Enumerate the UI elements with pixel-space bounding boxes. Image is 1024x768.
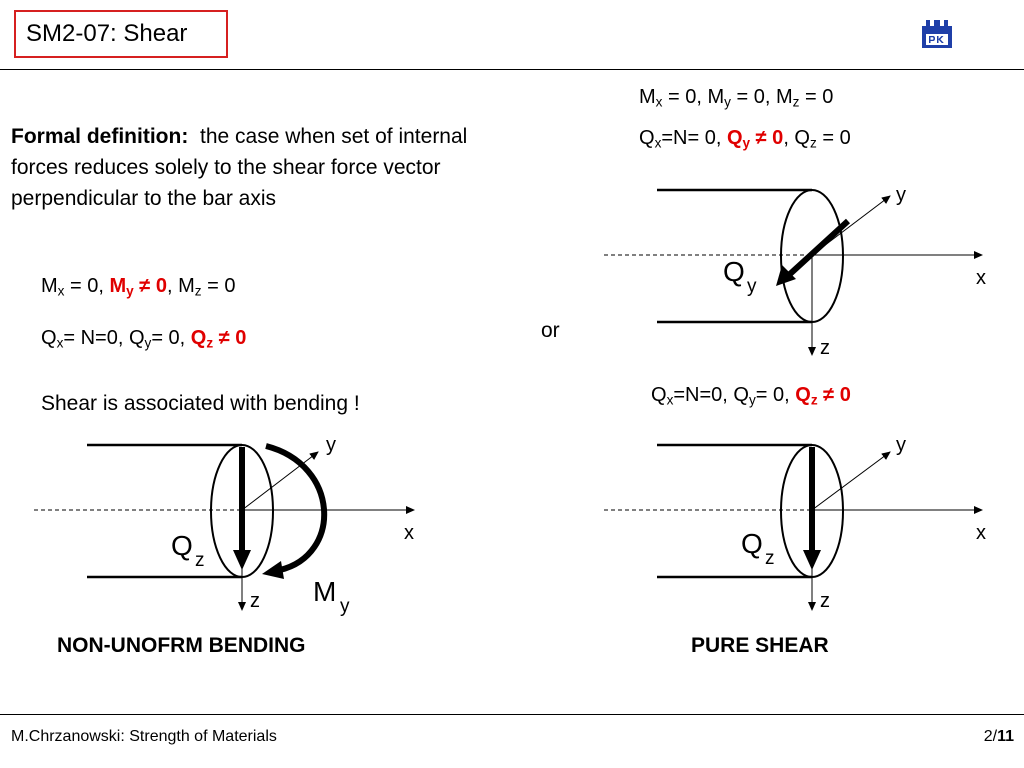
y-label: y	[896, 184, 906, 206]
left-equation-forces: Qx= N=0, Qy= 0, Qz ≠ 0	[41, 327, 247, 351]
force-label: Q	[741, 528, 763, 559]
caption-pure-shear: PURE SHEAR	[691, 634, 829, 657]
x-label: x	[976, 522, 986, 544]
force-label: Q	[723, 256, 745, 287]
cross-section	[780, 444, 844, 578]
cross-section	[780, 189, 844, 323]
right-equation-forces: Qx=N= 0, Qy ≠ 0, Qz = 0	[639, 127, 851, 151]
right-equation-pure-shear: Qx=N=0, Qy= 0, Qz ≠ 0	[651, 384, 851, 408]
force-subscript: z	[195, 550, 205, 571]
force-qy-shaft	[787, 218, 851, 277]
y-axis	[241, 451, 319, 511]
caption-non-uniform-bending: NON-UNOFRM BENDING	[57, 634, 306, 657]
diagram-pure-shear: y x z Q z	[604, 434, 986, 612]
moment-label: M	[313, 576, 336, 607]
force-qz-head	[803, 550, 821, 570]
z-label: z	[820, 590, 830, 612]
diagram-shear-qy: y x z Q y	[604, 184, 986, 359]
university-logo	[920, 16, 954, 50]
force-label: Q	[171, 530, 193, 561]
force-subscript: y	[747, 276, 757, 297]
footer-rule	[0, 714, 1024, 715]
definition-text: the case when set of internal forces red…	[11, 125, 468, 210]
moment-my-head	[262, 561, 284, 579]
diagram-non-uniform-bending: y x z Q z M y	[34, 434, 415, 617]
definition-label: Formal definition:	[11, 125, 189, 148]
y-axis	[811, 451, 891, 511]
left-equation-moments: Mx = 0, My ≠ 0, Mz = 0	[41, 275, 236, 299]
z-label: z	[820, 337, 830, 359]
cross-section	[210, 444, 274, 578]
z-label: z	[250, 590, 260, 612]
page-number: 2/11	[983, 728, 1014, 745]
slide-title: SM2-07: Shear	[14, 10, 228, 58]
or-label: or	[541, 319, 560, 342]
moment-my-arc	[265, 443, 327, 573]
moment-subscript: y	[340, 596, 350, 617]
shear-note: Shear is associated with bending !	[41, 392, 360, 415]
x-label: x	[404, 522, 414, 544]
force-qy-head	[776, 265, 796, 286]
force-subscript: z	[765, 548, 775, 569]
formal-definition: Formal definition: the case when set of …	[11, 121, 491, 214]
right-equation-moments: Mx = 0, My = 0, Mz = 0	[639, 86, 834, 110]
footer-author: M.Chrzanowski: Strength of Materials	[11, 728, 277, 745]
x-label: x	[976, 267, 986, 289]
force-qz-head	[233, 550, 251, 570]
y-label: y	[896, 434, 906, 456]
y-label: y	[326, 434, 336, 456]
header-rule	[0, 69, 1024, 70]
